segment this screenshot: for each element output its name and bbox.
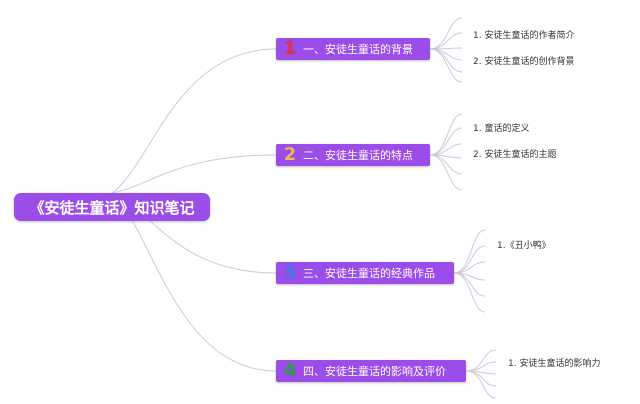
branch-features[interactable]: 2 二、安徒生童话的特点	[276, 144, 430, 166]
branch-3-fan-line-5	[453, 272, 486, 297]
branch-4-fan-line-5	[465, 370, 497, 399]
branch-label: 三、安徒生童话的经典作品	[303, 267, 435, 280]
branch-influence[interactable]: 4 四、安徒生童话的影响及评价	[276, 360, 466, 382]
branch-background[interactable]: 1 一、安徒生童话的背景	[276, 38, 430, 60]
root-topic[interactable]: 《安徒生童话》知识笔记	[14, 193, 210, 221]
branch-3-fan-line-2	[453, 245, 486, 274]
branch-label: 二、安徒生童话的特点	[303, 149, 413, 162]
branch-number-3: 3	[283, 262, 297, 283]
leaf-creation-background[interactable]: 2. 安徒生童话的创作背景	[473, 57, 575, 67]
branch-4-fan-line-4	[465, 370, 497, 387]
leaf-author-intro[interactable]: 1. 安徒生童话的作者简介	[473, 31, 575, 41]
branch-1-fan-line-1	[429, 17, 463, 50]
root-topic-label: 《安徒生童话》知识笔记	[29, 198, 195, 217]
branch-2-fan-line-1	[429, 113, 463, 156]
branch-2-fan-line-6	[429, 154, 463, 191]
branch-number-4: 4	[283, 360, 297, 381]
branch-label: 一、安徒生童话的背景	[303, 43, 413, 56]
branch-number-2: 2	[283, 144, 297, 165]
leaf-fairy-tale-definition[interactable]: 1. 童话的定义	[473, 124, 530, 134]
branch-3-fan-line-1	[453, 229, 486, 274]
branch-label: 四、安徒生童话的影响及评价	[303, 365, 446, 378]
branch-1-fan-line-5	[429, 48, 463, 73]
branch-1-fan-line-6	[429, 48, 463, 83]
root-connector-1	[111, 48, 277, 194]
root-connector-2	[111, 154, 277, 194]
branch-classic-works[interactable]: 3 三、安徒生童话的经典作品	[276, 262, 454, 284]
leaf-influence[interactable]: 1. 安徒生童话的影响力	[508, 359, 601, 369]
leaf-fairy-tale-themes[interactable]: 2. 安徒生童话的主题	[473, 150, 557, 160]
branch-3-fan-line-6	[453, 272, 486, 313]
branch-number-1: 1	[283, 38, 297, 59]
leaf-ugly-duckling[interactable]: 1.《丑小鸭》	[497, 241, 551, 251]
branch-2-fan-line-2	[429, 127, 463, 156]
